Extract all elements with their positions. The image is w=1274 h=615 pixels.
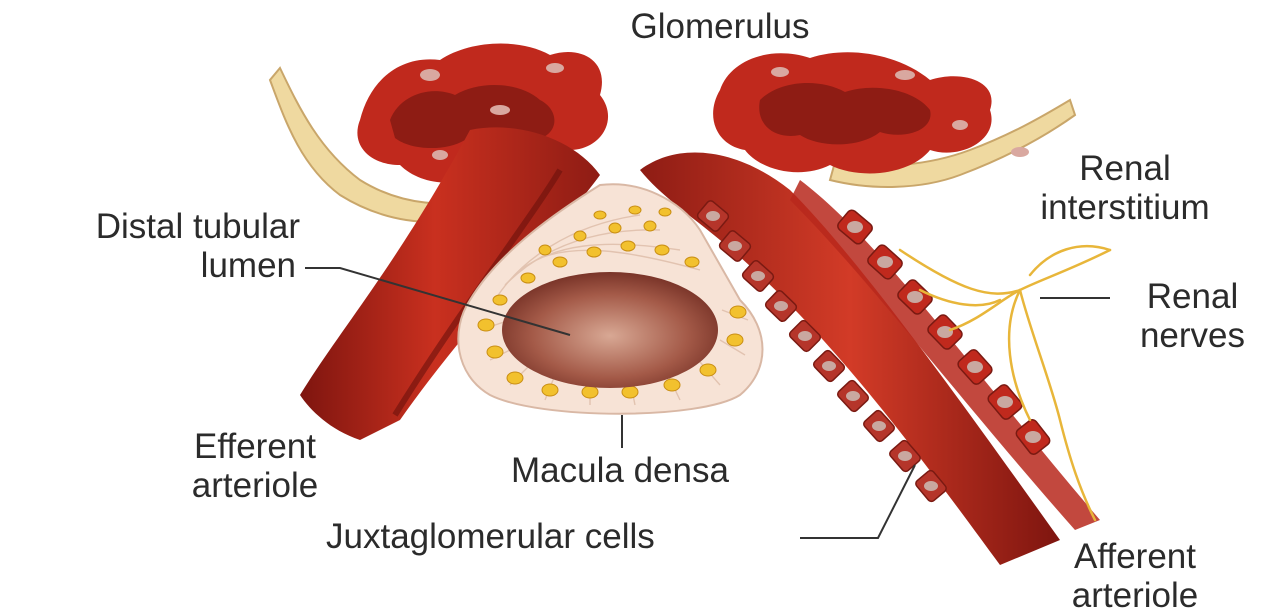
label-efferent-arteriole-line1: Efferent (160, 428, 350, 467)
label-afferent-arteriole-line1: Afferent (1040, 538, 1230, 577)
label-juxtaglomerular-cells-text: Juxtaglomerular cells (326, 518, 796, 557)
label-renal-nerves-line1: Renal (1115, 278, 1270, 317)
label-glomerulus: Glomerulus (590, 8, 850, 47)
tubular-lumen (502, 272, 718, 388)
label-renal-nerves: Renal nerves (1115, 278, 1270, 355)
label-renal-interstitium: Renal interstitium (1000, 150, 1250, 227)
label-glomerulus-text: Glomerulus (590, 8, 850, 47)
label-juxtaglomerular-cells: Juxtaglomerular cells (326, 518, 796, 557)
label-renal-interstitium-line2: interstitium (1000, 189, 1250, 228)
label-distal-tubular-lumen-line2: lumen (0, 247, 300, 286)
label-efferent-arteriole: Efferent arteriole (160, 428, 350, 505)
label-efferent-arteriole-line2: arteriole (160, 467, 350, 506)
label-distal-tubular-lumen-line1: Distal tubular (0, 208, 300, 247)
label-afferent-arteriole: Afferent arteriole (1040, 538, 1230, 615)
label-renal-interstitium-line1: Renal (1000, 150, 1250, 189)
label-macula-densa-text: Macula densa (460, 452, 780, 491)
label-distal-tubular-lumen: Distal tubular lumen (0, 208, 300, 285)
label-macula-densa: Macula densa (460, 452, 780, 491)
leader-juxtaglomerular-cells (800, 465, 915, 538)
label-renal-nerves-line2: nerves (1115, 317, 1270, 356)
label-afferent-arteriole-line2: arteriole (1040, 577, 1230, 615)
